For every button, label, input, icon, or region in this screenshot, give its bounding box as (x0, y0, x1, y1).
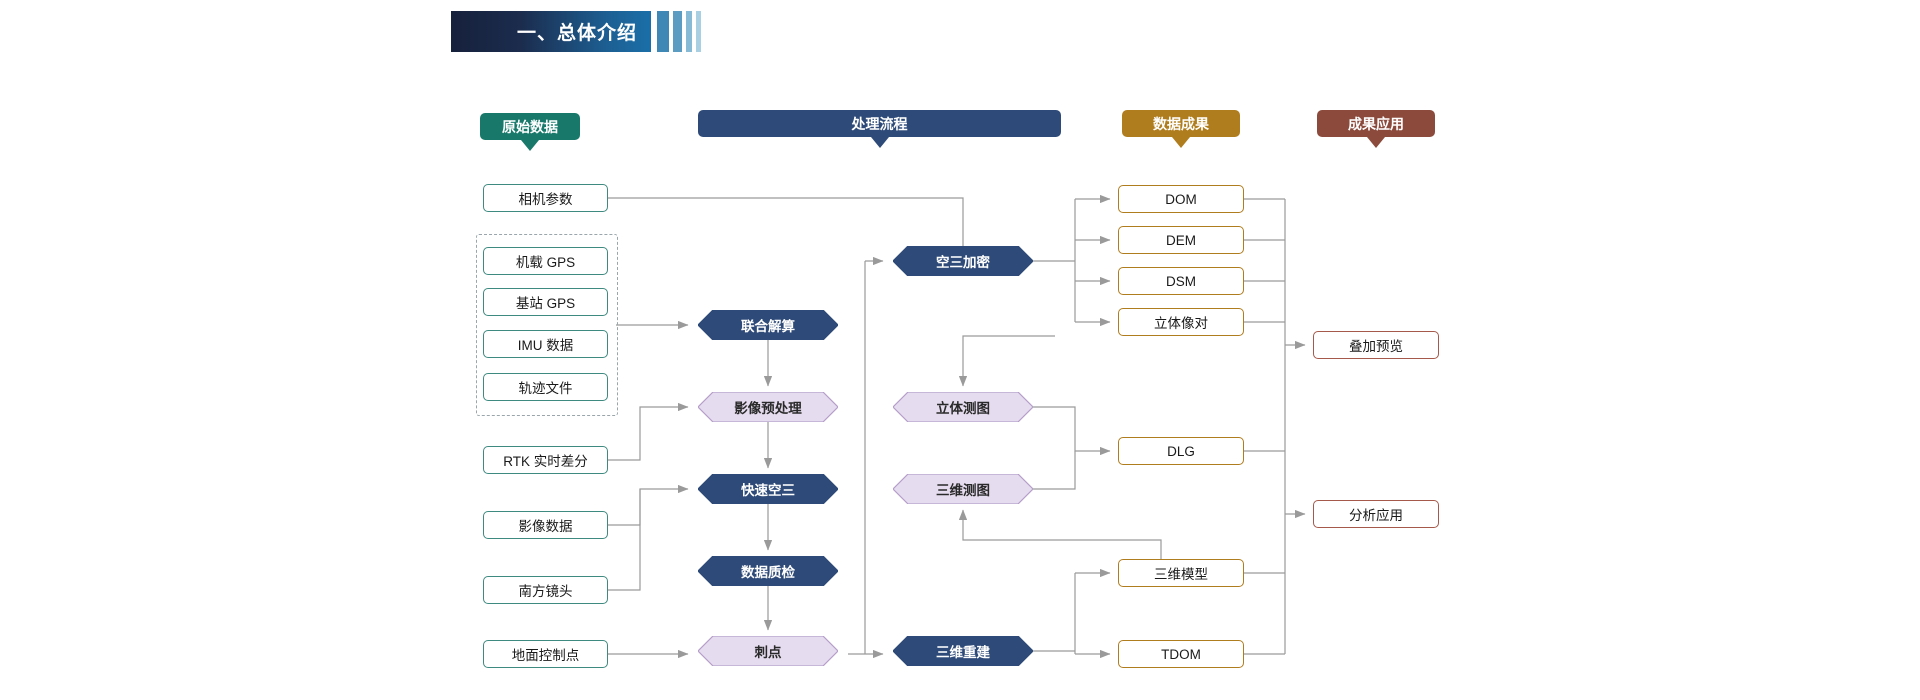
raw-data-node-label: 南方镜头 (518, 584, 573, 599)
result-node-label: 三维模型 (1154, 567, 1208, 582)
column-header-label: 成果应用 (1348, 115, 1404, 132)
column-header-notch (1367, 137, 1385, 148)
result-node-4[interactable]: 立体像对 (1118, 308, 1244, 336)
raw-data-node-2[interactable]: 机载 GPS (483, 247, 608, 275)
raw-data-node-label: RTK 实时差分 (503, 454, 588, 469)
raw-data-node-8[interactable]: 南方镜头 (483, 576, 608, 604)
result-node-1[interactable]: DOM (1118, 185, 1244, 213)
hexagon-shape (893, 392, 1033, 422)
process-node-3[interactable]: 快速空三 (698, 474, 838, 504)
process-node-4[interactable]: 数据质检 (698, 556, 838, 586)
result-node-5[interactable]: DLG (1118, 437, 1244, 465)
process-node-label: 立体测图 (936, 401, 990, 416)
application-node-2[interactable]: 分析应用 (1313, 500, 1439, 528)
raw-data-node-label: 相机参数 (518, 192, 573, 207)
raw-data-node-6[interactable]: RTK 实时差分 (483, 446, 608, 474)
raw-data-node-4[interactable]: IMU 数据 (483, 330, 608, 358)
column-header-notch (521, 140, 539, 151)
raw-data-node-3[interactable]: 基站 GPS (483, 288, 608, 316)
result-node-7[interactable]: TDOM (1118, 640, 1244, 668)
edge-3dmap-to-dlg (1033, 451, 1076, 490)
result-node-label: DSM (1166, 273, 1196, 289)
hexagon-shape (698, 556, 838, 586)
hexagon-shape (698, 310, 838, 340)
process-node-label: 联合解算 (741, 319, 795, 334)
raw-data-node-label: 机载 GPS (515, 255, 576, 270)
edge-model-to-3dmap (958, 509, 1162, 559)
column-header-notch (870, 137, 889, 148)
process-node-label: 数据质检 (741, 565, 795, 580)
process-node-2[interactable]: 影像预处理 (698, 392, 838, 422)
column-header-4: 成果应用 (1317, 110, 1435, 148)
application-node-label: 叠加预览 (1349, 339, 1403, 354)
raw-data-node-7[interactable]: 影像数据 (483, 511, 608, 539)
raw-data-node-label: 轨迹文件 (518, 381, 573, 396)
application-node-label: 分析应用 (1349, 508, 1403, 523)
banner-accent-bar-2 (673, 11, 682, 52)
gps-input-group (476, 234, 618, 416)
raw-data-node-5[interactable]: 轨迹文件 (483, 373, 608, 401)
result-node-label: TDOM (1161, 646, 1201, 662)
column-header-2: 处理流程 (698, 110, 1061, 148)
raw-data-node-label: IMU 数据 (517, 338, 574, 353)
process-node-9[interactable]: 三维重建 (893, 636, 1033, 666)
application-node-1[interactable]: 叠加预览 (1313, 331, 1439, 359)
column-header-3: 数据成果 (1122, 110, 1240, 148)
edge-stereomap-to-dlg (1033, 406, 1111, 456)
process-node-label: 刺点 (754, 645, 782, 660)
edge-lens-to-fastat (608, 489, 641, 591)
column-header-label: 原始数据 (502, 118, 558, 135)
column-header-label: 数据成果 (1153, 115, 1209, 132)
process-node-5[interactable]: 刺点 (698, 636, 838, 666)
result-node-2[interactable]: DEM (1118, 226, 1244, 254)
raw-data-node-9[interactable]: 地面控制点 (483, 640, 608, 668)
result-node-label: DLG (1167, 443, 1195, 459)
edge-stereo-to-stereomap (958, 335, 1055, 387)
hexagon-shape (698, 636, 838, 666)
hexagon-shape (893, 636, 1033, 666)
hexagon-shape (893, 246, 1033, 276)
result-node-3[interactable]: DSM (1118, 267, 1244, 295)
process-node-label: 三维测图 (936, 483, 990, 498)
process-node-8[interactable]: 三维测图 (893, 474, 1033, 504)
page-title: 一、总体介绍 (516, 23, 637, 44)
process-node-7[interactable]: 立体测图 (893, 392, 1033, 422)
raw-data-node-label: 基站 GPS (515, 296, 576, 311)
edge-image-to-fastat (608, 484, 689, 526)
raw-data-node-1[interactable]: 相机参数 (483, 184, 608, 212)
edge-rtk-to-preproc (608, 402, 689, 461)
process-node-label: 三维重建 (936, 645, 990, 660)
process-node-label: 影像预处理 (734, 401, 802, 416)
result-node-label: 立体像对 (1154, 316, 1208, 331)
result-node-label: DEM (1166, 232, 1196, 248)
process-node-label: 快速空三 (741, 483, 795, 498)
raw-data-node-label: 影像数据 (518, 519, 573, 534)
process-node-label: 空三加密 (936, 255, 990, 270)
process-node-6[interactable]: 空三加密 (893, 246, 1033, 276)
edge-camera-to-at (608, 197, 964, 246)
result-node-label: DOM (1165, 191, 1197, 207)
raw-data-node-label: 地面控制点 (511, 648, 580, 663)
hexagon-shape (698, 474, 838, 504)
hexagon-shape (893, 474, 1033, 504)
banner-accent-bar-3 (686, 11, 692, 52)
column-header-1: 原始数据 (480, 113, 580, 151)
process-node-1[interactable]: 联合解算 (698, 310, 838, 340)
result-node-6[interactable]: 三维模型 (1118, 559, 1244, 587)
column-header-label: 处理流程 (851, 115, 908, 132)
section-banner: 一、总体介绍 (451, 11, 651, 52)
banner-accent-bar-1 (657, 11, 669, 52)
hexagon-shape (698, 392, 838, 422)
column-header-notch (1172, 137, 1190, 148)
banner-accent-bar-4 (696, 11, 701, 52)
